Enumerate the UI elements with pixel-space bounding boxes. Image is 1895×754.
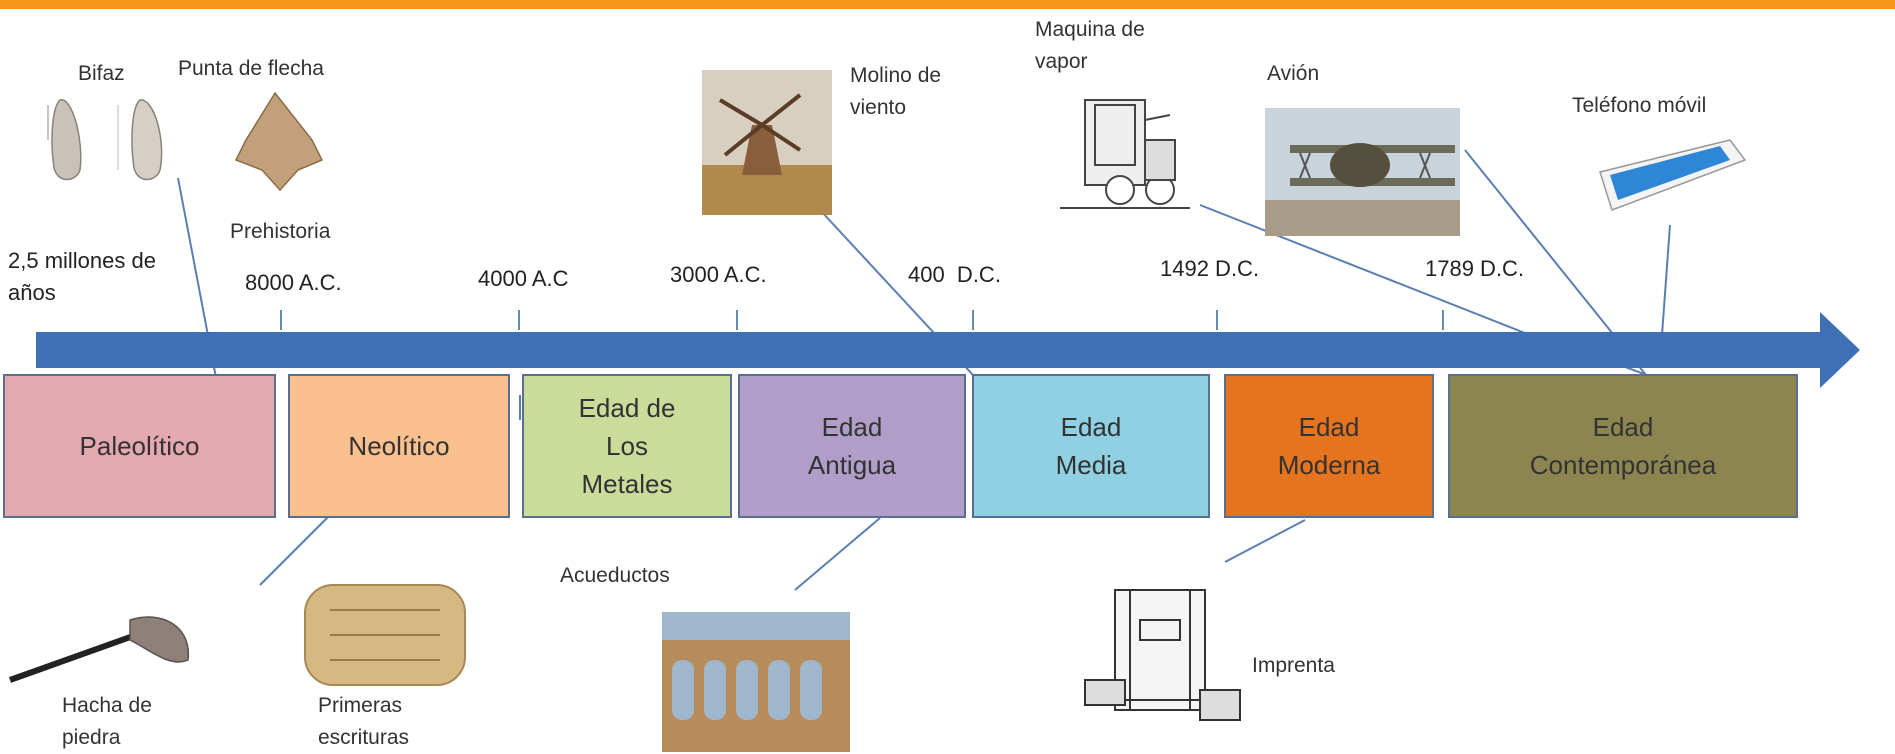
tick-3000 <box>736 310 738 330</box>
arrowhead-icon <box>234 91 324 192</box>
clay-tablet-icon <box>304 584 466 686</box>
tick-4000 <box>518 310 520 330</box>
label-acueductos: Acueductos <box>560 564 670 587</box>
period-edad-antigua: Edad Antigua <box>738 374 966 518</box>
tick-1789 <box>1442 310 1444 330</box>
date-4000-ac: 4000 A.C <box>478 266 569 291</box>
label-molino: Molino de viento <box>850 64 942 119</box>
period-edad-contemporanea: Edad Contemporánea <box>1448 374 1798 518</box>
windmill-icon <box>702 70 832 215</box>
mobile-phone-icon <box>1599 139 1747 211</box>
label-avion: Avión <box>1267 62 1320 85</box>
date-origin: 2,5 millones de años <box>8 248 156 305</box>
period-edad-metales: Edad de Los Metales <box>522 374 732 518</box>
tick-1492 <box>1216 310 1218 330</box>
date-1492-dc: 1492 D.C. <box>1160 256 1260 281</box>
steam-engine-icon <box>1060 99 1190 209</box>
label-bifaz: Bifaz <box>78 62 125 85</box>
stone-axe-icon <box>8 616 189 683</box>
label-escrituras: Primeras escrituras <box>318 694 410 749</box>
label-telefono: Teléfono móvil <box>1572 94 1707 117</box>
period-edad-media: Edad Media <box>972 374 1210 518</box>
period-label: Edad Antigua <box>807 412 897 480</box>
label-punta-flecha: Punta de flecha <box>178 57 324 80</box>
period-label: Neolítico <box>348 431 450 461</box>
tick-8000 <box>280 310 282 330</box>
aqueduct-icon <box>662 612 850 752</box>
header-bar <box>0 0 1895 9</box>
label-hacha: Hacha de piedra <box>62 694 152 749</box>
timeline-arrow <box>36 312 1860 388</box>
period-edad-moderna: Edad Moderna <box>1224 374 1434 518</box>
label-imprenta: Imprenta <box>1252 654 1335 677</box>
period-label: Paleolítico <box>79 431 200 461</box>
date-8000-ac: 8000 A.C. <box>245 270 342 295</box>
period-label: Edad Moderna <box>1277 412 1381 480</box>
printing-press-icon <box>1084 589 1241 721</box>
period-label: Edad de Los Metales <box>578 393 676 499</box>
tick-400 <box>972 310 974 330</box>
date-3000-ac: 3000 A.C. <box>670 262 767 287</box>
period-label: Edad Contemporánea <box>1529 412 1717 480</box>
period-paleolitico: Paleolítico <box>3 374 276 518</box>
date-1789-dc: 1789 D.C. <box>1425 256 1525 281</box>
biface-icon <box>47 99 163 181</box>
period-label: Edad Media <box>1055 412 1127 480</box>
period-neolitico: Neolítico <box>288 374 510 518</box>
era-label-prehistoria: Prehistoria <box>230 220 331 243</box>
date-400-dc: 400 D.C. <box>908 262 1001 287</box>
airplane-icon <box>1265 108 1460 236</box>
label-maquina: Maquina de vapor <box>1035 18 1145 73</box>
